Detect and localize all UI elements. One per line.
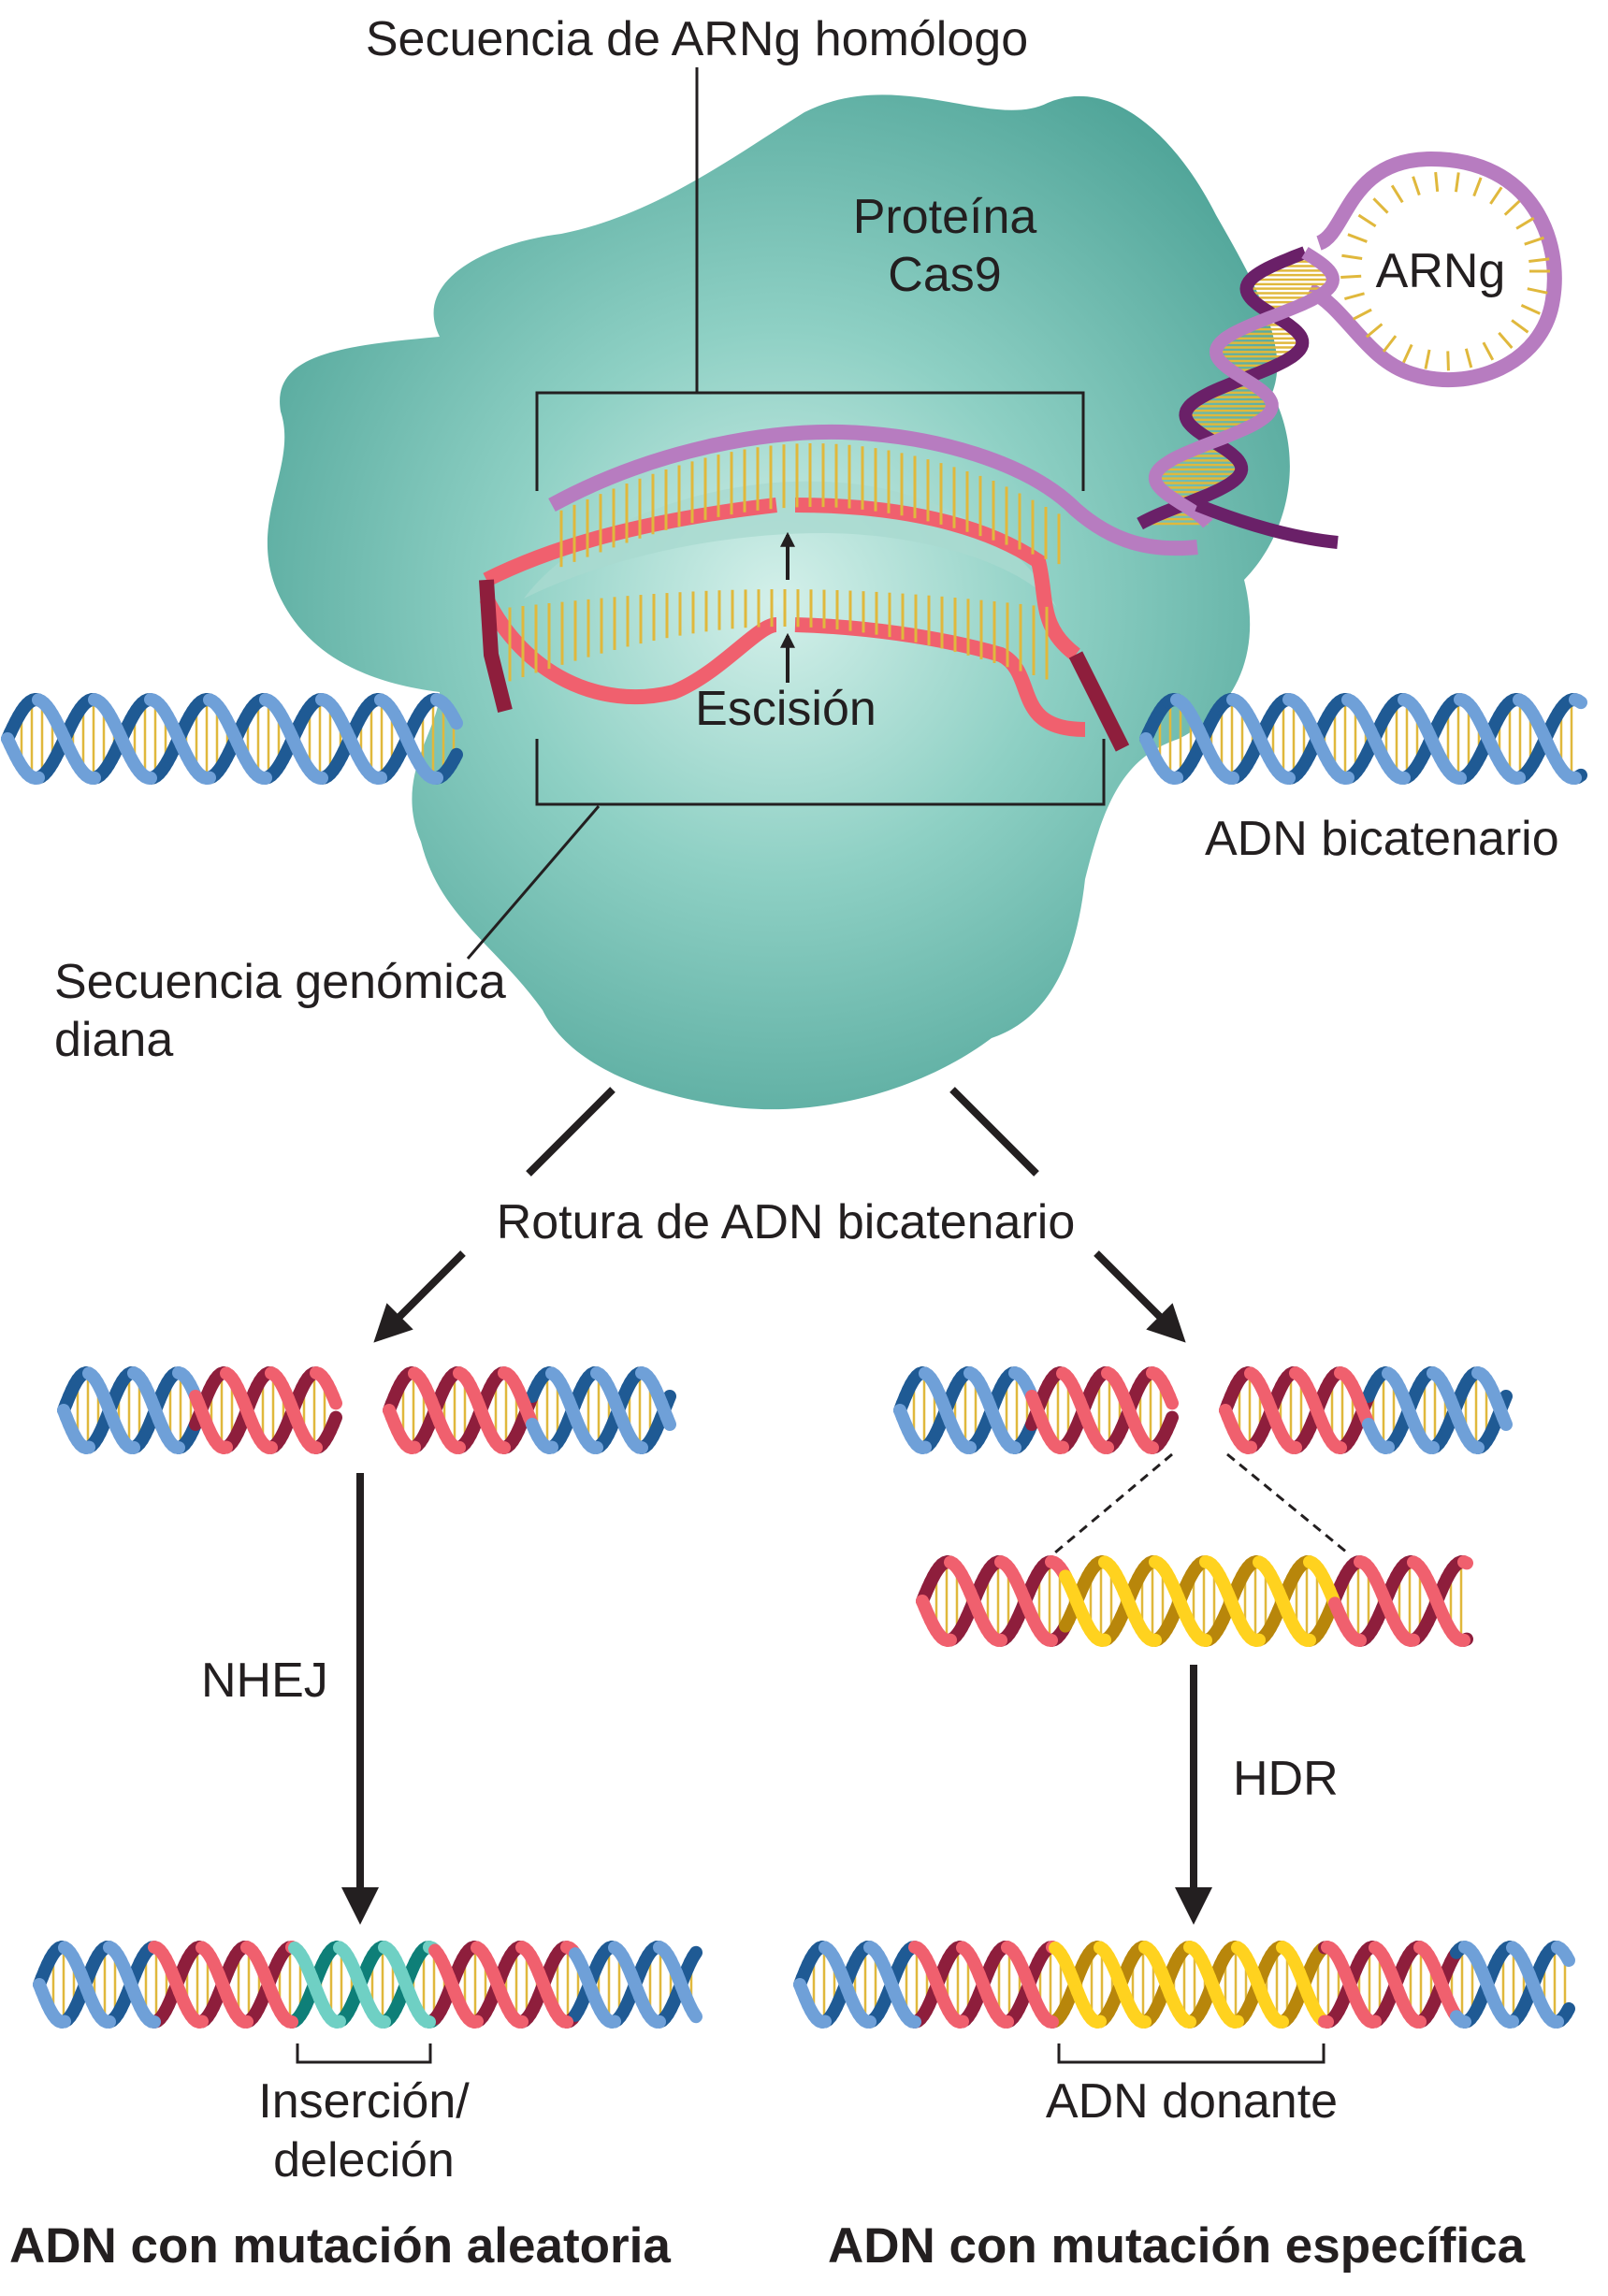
- grna-bracket: [535, 391, 1085, 491]
- dsdna-left-helix: [1, 693, 463, 785]
- grna-scaffold-helix: [1137, 246, 1340, 530]
- dsdna-right-helix: [1139, 693, 1587, 785]
- broken-dna-right-1: [893, 1366, 1179, 1454]
- cleavage-label: Escisión: [695, 682, 876, 736]
- grna-sequence-label: Secuencia de ARNg homólogo: [365, 12, 1029, 66]
- result-specific-mutation-dna: [793, 1941, 1575, 2029]
- indel-label-line1: Inserción/: [258, 2074, 470, 2129]
- nhej-label: NHEJ: [201, 1653, 328, 1708]
- result-random-mutation-dna: [33, 1941, 703, 2029]
- target-leader: [466, 805, 601, 960]
- hdr-label: HDR: [1233, 1752, 1339, 1806]
- indel-label-line2: deleción: [273, 2133, 455, 2188]
- arrow-top-left: [526, 1087, 616, 1177]
- donor-guide-left: [1054, 1452, 1173, 1554]
- broken-dna-left-2: [383, 1366, 676, 1454]
- target-label-line1: Secuencia genómica: [54, 955, 506, 1009]
- broken-dna-right-2: [1219, 1366, 1513, 1454]
- donor-dna: [916, 1555, 1473, 1647]
- dsdna-label: ADN bicatenario: [1205, 812, 1559, 866]
- grna-label: ARNg: [1375, 244, 1506, 298]
- indel-bracket: [296, 2043, 432, 2064]
- cas9-protein: [267, 94, 1290, 1110]
- dsb-label: Rotura de ADN bicatenario: [496, 1195, 1076, 1249]
- target-bracket: [535, 739, 1106, 806]
- grna-loop: [1306, 151, 1562, 388]
- arrow-bottom-right: [1094, 1250, 1186, 1343]
- specific-mutation-title: ADN con mutación específica: [828, 2218, 1526, 2274]
- arrow-bottom-left: [373, 1250, 466, 1343]
- arrow-top-right: [949, 1087, 1039, 1177]
- grna-tail: [1195, 498, 1339, 549]
- cas9-label-line1: Proteína: [852, 190, 1037, 244]
- donor-guide-right: [1226, 1452, 1348, 1554]
- donor-bracket: [1057, 2043, 1326, 2064]
- cas9-label-line2: Cas9: [888, 248, 1002, 302]
- donor-label: ADN donante: [1045, 2074, 1339, 2129]
- grna-strand: [548, 424, 1198, 556]
- broken-dna-left-1: [57, 1366, 342, 1454]
- target-label-line2: diana: [54, 1013, 174, 1067]
- random-mutation-title: ADN con mutación aleatoria: [9, 2218, 671, 2274]
